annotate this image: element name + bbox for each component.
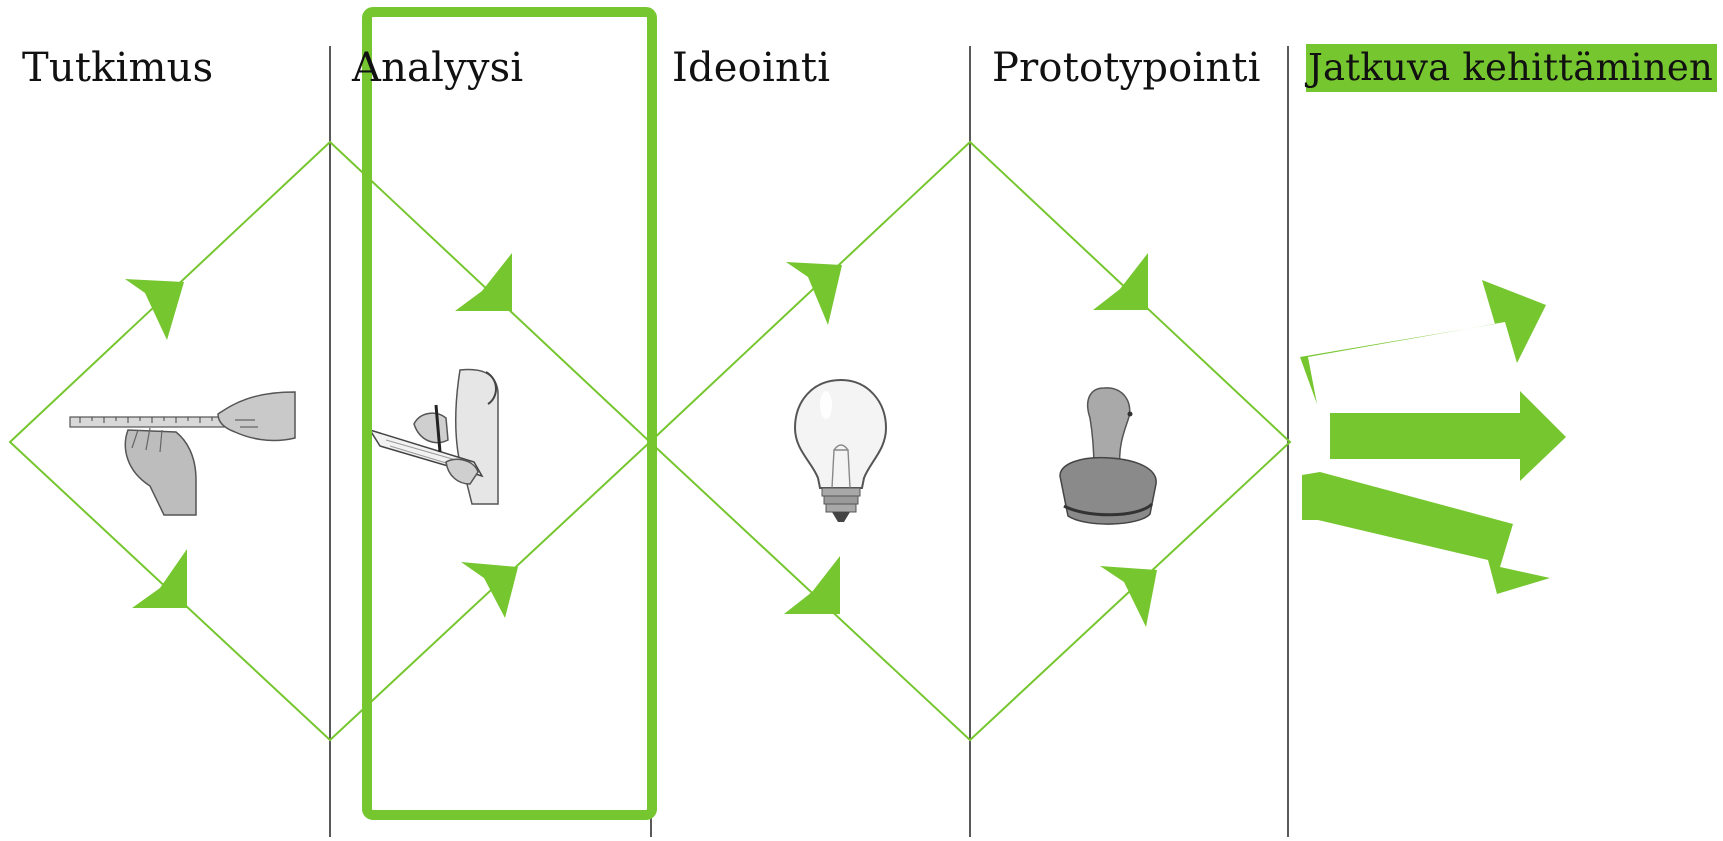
measuring-tape-hands-image bbox=[69, 391, 296, 516]
arrowhead-up-right bbox=[125, 279, 184, 340]
analyysi-highlight-frame bbox=[362, 7, 657, 820]
phase-label-analyysi: Analyysi bbox=[352, 45, 524, 91]
direction-arrowheads bbox=[125, 253, 1157, 627]
arrowhead-up-right bbox=[461, 562, 518, 618]
arrowhead-down-right bbox=[1093, 253, 1148, 310]
phase-label-tutkimus: Tutkimus bbox=[22, 45, 214, 91]
doctor-writing-notes-image bbox=[368, 368, 499, 505]
arrowhead-down-right bbox=[455, 253, 512, 311]
arrowhead-down-right bbox=[132, 549, 187, 608]
arrowhead-up-right bbox=[786, 262, 842, 325]
continuous-development-arrows bbox=[1300, 280, 1566, 594]
phase-label-prototypointi: Prototypointi bbox=[992, 45, 1261, 91]
diamond-right bbox=[648, 140, 1292, 742]
phase-label-ideointi: Ideointi bbox=[672, 45, 831, 91]
arrowhead-up-right bbox=[1100, 566, 1157, 627]
arrowhead-down-right bbox=[784, 556, 840, 614]
rubber-stamp-image bbox=[1059, 387, 1157, 525]
arrow-down-right-icon bbox=[1302, 472, 1550, 594]
arrow-up-right-icon bbox=[1300, 280, 1546, 404]
phase-label-jatkuva-kehittaminen: Jatkuva kehittäminen bbox=[1306, 44, 1717, 92]
arrow-right-icon bbox=[1330, 391, 1566, 481]
light-bulb-image bbox=[793, 378, 888, 522]
